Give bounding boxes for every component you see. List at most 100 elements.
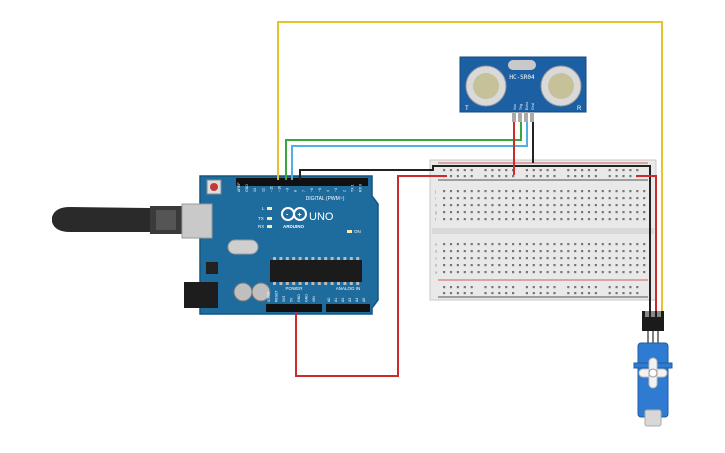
rail-hole[interactable]	[594, 286, 597, 289]
rail-hole[interactable]	[594, 292, 597, 295]
terminal-hole[interactable]	[532, 243, 535, 246]
terminal-hole[interactable]	[601, 264, 604, 267]
terminal-hole[interactable]	[622, 197, 625, 200]
terminal-hole[interactable]	[505, 271, 508, 274]
terminal-hole[interactable]	[574, 243, 577, 246]
terminal-hole[interactable]	[643, 257, 646, 260]
terminal-hole[interactable]	[643, 264, 646, 267]
terminal-hole[interactable]	[512, 197, 515, 200]
rail-hole[interactable]	[463, 175, 466, 178]
terminal-hole[interactable]	[518, 250, 522, 253]
terminal-hole[interactable]	[643, 271, 646, 274]
terminal-hole[interactable]	[456, 257, 459, 260]
rail-hole[interactable]	[505, 292, 508, 295]
rail-hole[interactable]	[449, 169, 453, 172]
terminal-hole[interactable]	[643, 218, 646, 221]
terminal-hole[interactable]	[449, 190, 453, 193]
rail-hole[interactable]	[615, 292, 618, 295]
terminal-hole[interactable]	[594, 264, 597, 267]
sensor-pin-trig[interactable]	[518, 112, 522, 122]
terminal-hole[interactable]	[491, 257, 494, 260]
rail-hole[interactable]	[470, 292, 473, 295]
terminal-hole[interactable]	[463, 190, 466, 193]
terminal-hole[interactable]	[463, 264, 466, 267]
terminal-hole[interactable]	[629, 197, 632, 200]
rail-hole[interactable]	[567, 292, 570, 295]
terminal-hole[interactable]	[443, 218, 446, 221]
terminal-hole[interactable]	[615, 190, 618, 193]
rail-hole[interactable]	[574, 286, 577, 289]
terminal-hole[interactable]	[560, 250, 563, 253]
terminal-hole[interactable]	[587, 243, 591, 246]
terminal-hole[interactable]	[608, 190, 611, 193]
terminal-hole[interactable]	[505, 218, 508, 221]
terminal-hole[interactable]	[587, 190, 591, 193]
terminal-hole[interactable]	[470, 264, 473, 267]
terminal-hole[interactable]	[546, 211, 549, 214]
terminal-hole[interactable]	[601, 204, 604, 207]
rail-hole[interactable]	[505, 286, 508, 289]
rail-hole[interactable]	[484, 286, 487, 289]
terminal-hole[interactable]	[553, 218, 556, 221]
rail-hole[interactable]	[574, 175, 577, 178]
terminal-hole[interactable]	[581, 250, 584, 253]
terminal-hole[interactable]	[463, 243, 466, 246]
rail-hole[interactable]	[525, 169, 528, 172]
terminal-hole[interactable]	[601, 257, 604, 260]
terminal-hole[interactable]	[594, 211, 597, 214]
terminal-hole[interactable]	[477, 190, 480, 193]
terminal-hole[interactable]	[443, 190, 446, 193]
terminal-hole[interactable]	[525, 271, 528, 274]
terminal-hole[interactable]	[546, 257, 549, 260]
terminal-hole[interactable]	[491, 218, 494, 221]
terminal-hole[interactable]	[505, 197, 508, 200]
terminal-hole[interactable]	[560, 218, 563, 221]
rail-hole[interactable]	[491, 175, 494, 178]
terminal-hole[interactable]	[581, 218, 584, 221]
terminal-hole[interactable]	[594, 257, 597, 260]
terminal-hole[interactable]	[587, 197, 591, 200]
terminal-hole[interactable]	[643, 243, 646, 246]
sensor-pin-echo[interactable]	[524, 112, 528, 122]
terminal-hole[interactable]	[470, 243, 473, 246]
rail-hole[interactable]	[463, 292, 466, 295]
terminal-hole[interactable]	[525, 190, 528, 193]
rail-hole[interactable]	[629, 169, 632, 172]
rail-hole[interactable]	[546, 169, 549, 172]
terminal-hole[interactable]	[525, 211, 528, 214]
terminal-hole[interactable]	[491, 264, 494, 267]
terminal-hole[interactable]	[636, 243, 639, 246]
terminal-hole[interactable]	[560, 271, 563, 274]
terminal-hole[interactable]	[512, 190, 515, 193]
terminal-hole[interactable]	[608, 243, 611, 246]
terminal-hole[interactable]	[581, 190, 584, 193]
rail-hole[interactable]	[512, 175, 515, 178]
terminal-hole[interactable]	[553, 264, 556, 267]
terminal-hole[interactable]	[449, 218, 453, 221]
terminal-hole[interactable]	[532, 218, 535, 221]
wire-red-servo[interactable]	[636, 175, 657, 311]
terminal-hole[interactable]	[615, 250, 618, 253]
terminal-hole[interactable]	[594, 250, 597, 253]
rail-hole[interactable]	[484, 175, 487, 178]
rail-hole[interactable]	[581, 292, 584, 295]
terminal-hole[interactable]	[608, 204, 611, 207]
terminal-hole[interactable]	[498, 197, 501, 200]
terminal-hole[interactable]	[525, 197, 528, 200]
rail-hole[interactable]	[622, 292, 625, 295]
terminal-hole[interactable]	[546, 204, 549, 207]
terminal-hole[interactable]	[477, 264, 480, 267]
terminal-hole[interactable]	[567, 190, 570, 193]
rail-hole[interactable]	[636, 169, 639, 172]
terminal-hole[interactable]	[518, 264, 522, 267]
terminal-hole[interactable]	[615, 197, 618, 200]
terminal-hole[interactable]	[629, 243, 632, 246]
wire-yellow[interactable]	[277, 21, 663, 311]
terminal-hole[interactable]	[594, 271, 597, 274]
terminal-hole[interactable]	[615, 257, 618, 260]
terminal-hole[interactable]	[484, 243, 487, 246]
terminal-hole[interactable]	[456, 204, 459, 207]
terminal-hole[interactable]	[532, 211, 535, 214]
